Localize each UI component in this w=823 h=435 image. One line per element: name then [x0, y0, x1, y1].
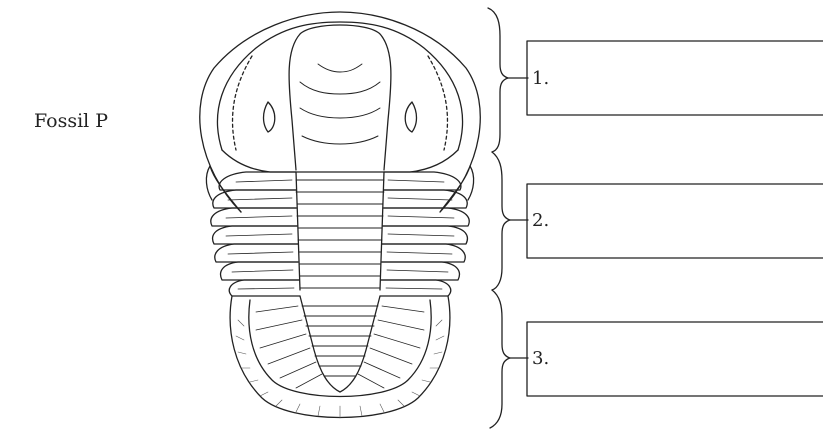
brace-3 [490, 290, 510, 428]
pygidium [230, 296, 450, 418]
region-number-2: 2. [532, 210, 549, 231]
answer-box-2[interactable] [527, 184, 823, 258]
brace-2 [492, 152, 510, 290]
region-number-3: 3. [532, 348, 549, 369]
region-number-1: 1. [532, 68, 549, 89]
answer-box-1[interactable] [527, 41, 823, 115]
answer-box-3[interactable] [527, 322, 823, 396]
brace-1 [488, 8, 508, 152]
thorax [211, 172, 469, 296]
